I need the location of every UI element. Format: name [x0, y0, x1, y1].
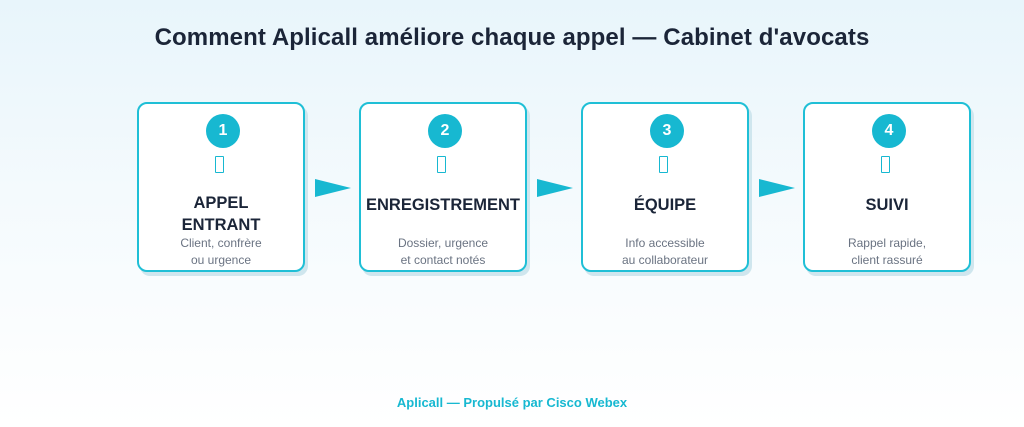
page-title: Comment Aplicall améliore chaque appel —… — [154, 24, 870, 51]
step-title: SUIVI — [865, 196, 909, 214]
footer-credit: Aplicall — Propulsé par Cisco Webex — [396, 395, 628, 410]
missing-glyph-icon — [881, 156, 890, 173]
step-number-badge: 2 — [428, 114, 462, 148]
step-card-2: 2 ENREGISTREMENT Dossier, urgence et con… — [359, 102, 527, 272]
missing-glyph-icon — [437, 156, 446, 173]
step-card-3: 3 ÉQUIPE Info accessible au collaborateu… — [581, 102, 749, 272]
step-title: APPEL ENTRANT — [181, 194, 261, 234]
missing-glyph-icon — [215, 156, 224, 173]
step-title: ENREGISTREMENT — [365, 196, 520, 214]
step-number-badge: 4 — [872, 114, 906, 148]
step-number-badge: 3 — [650, 114, 684, 148]
step-card-1: 1 APPEL ENTRANT Client, confrère ou urge… — [137, 102, 305, 272]
step-title: ÉQUIPE — [633, 196, 697, 214]
arrow-right-icon — [315, 179, 351, 197]
missing-glyph-icon — [659, 156, 668, 173]
step-card-4: 4 SUIVI Rappel rapide, client rassuré — [803, 102, 971, 272]
step-description: Client, confrère ou urgence — [180, 236, 262, 267]
step-description: Info accessible au collaborateur — [621, 236, 709, 267]
step-description: Rappel rapide, client rassuré — [847, 236, 927, 267]
step-number-badge: 1 — [206, 114, 240, 148]
arrow-right-icon — [537, 179, 573, 197]
step-description: Dossier, urgence et contact notés — [397, 236, 489, 267]
arrow-right-icon — [759, 179, 795, 197]
